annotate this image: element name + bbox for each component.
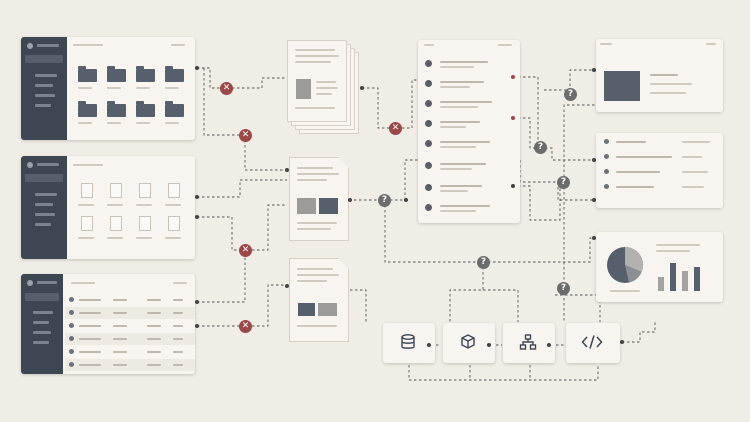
central-list: [418, 40, 520, 223]
document-stack[interactable]: [287, 40, 367, 140]
sidebar: [21, 156, 67, 259]
list-item[interactable]: [418, 202, 520, 214]
code-icon: [581, 335, 603, 349]
question-icon: ?: [564, 88, 577, 101]
table-row[interactable]: [65, 359, 195, 371]
reject-icon: ✕: [220, 82, 233, 95]
hierarchy-icon: [519, 334, 537, 350]
file-icon[interactable]: [110, 183, 122, 198]
preview-panel: [596, 39, 723, 112]
window-table: [21, 274, 195, 374]
question-icon: ?: [557, 176, 570, 189]
folder-icon[interactable]: [165, 66, 184, 82]
sidebar-item-active[interactable]: [25, 293, 59, 301]
window-folders: [21, 37, 195, 140]
logo-icon: [27, 43, 33, 49]
table-row[interactable]: [65, 346, 195, 358]
folder-icon[interactable]: [136, 101, 155, 117]
document-images[interactable]: [289, 157, 349, 241]
file-icon[interactable]: [110, 216, 122, 231]
cube-icon: [461, 334, 475, 349]
file-icon[interactable]: [81, 183, 93, 198]
question-icon: ?: [557, 282, 570, 295]
logo-icon: [27, 162, 33, 168]
preview-image: [604, 71, 640, 101]
folder-icon[interactable]: [136, 66, 155, 82]
folder-icon[interactable]: [165, 101, 184, 117]
list-item[interactable]: [418, 78, 520, 90]
file-icon[interactable]: [81, 216, 93, 231]
logo-icon: [27, 280, 33, 286]
window-files: [21, 156, 195, 259]
list-item[interactable]: [418, 58, 520, 70]
question-icon: ?: [534, 141, 547, 154]
file-icon[interactable]: [139, 216, 151, 231]
list-item[interactable]: [418, 160, 520, 172]
database-icon: [401, 334, 415, 349]
table-row[interactable]: [65, 294, 195, 306]
sidebar-item-active[interactable]: [25, 55, 63, 63]
bar-chart: [656, 258, 712, 291]
reject-icon: ✕: [239, 129, 252, 142]
list-item[interactable]: [418, 182, 520, 194]
table-row[interactable]: [65, 307, 195, 319]
analytics-panel: [596, 232, 723, 302]
sidebar: [21, 37, 67, 140]
reject-icon: ✕: [239, 244, 252, 257]
folder-icon[interactable]: [107, 101, 126, 117]
table-row[interactable]: [65, 320, 195, 332]
document-report[interactable]: [289, 258, 349, 342]
list-item[interactable]: [418, 138, 520, 150]
tool-database[interactable]: [383, 323, 435, 363]
question-icon: ?: [477, 256, 490, 269]
reject-icon: ✕: [389, 122, 402, 135]
checklist-panel: [596, 133, 723, 208]
folder-icon[interactable]: [107, 66, 126, 82]
reject-icon: ✕: [239, 320, 252, 333]
pie-chart: [607, 247, 643, 283]
file-icon[interactable]: [168, 183, 180, 198]
list-item[interactable]: [418, 98, 520, 110]
file-icon[interactable]: [139, 183, 151, 198]
question-icon: ?: [378, 194, 391, 207]
sidebar-item-active[interactable]: [25, 174, 63, 182]
folder-icon[interactable]: [78, 101, 97, 117]
file-icon[interactable]: [168, 216, 180, 231]
folder-icon[interactable]: [78, 66, 97, 82]
table-row[interactable]: [65, 333, 195, 345]
tool-package[interactable]: [443, 323, 495, 363]
tool-code[interactable]: [566, 323, 620, 363]
list-item[interactable]: [418, 118, 520, 130]
sidebar: [21, 274, 63, 374]
tool-hierarchy[interactable]: [503, 323, 555, 363]
